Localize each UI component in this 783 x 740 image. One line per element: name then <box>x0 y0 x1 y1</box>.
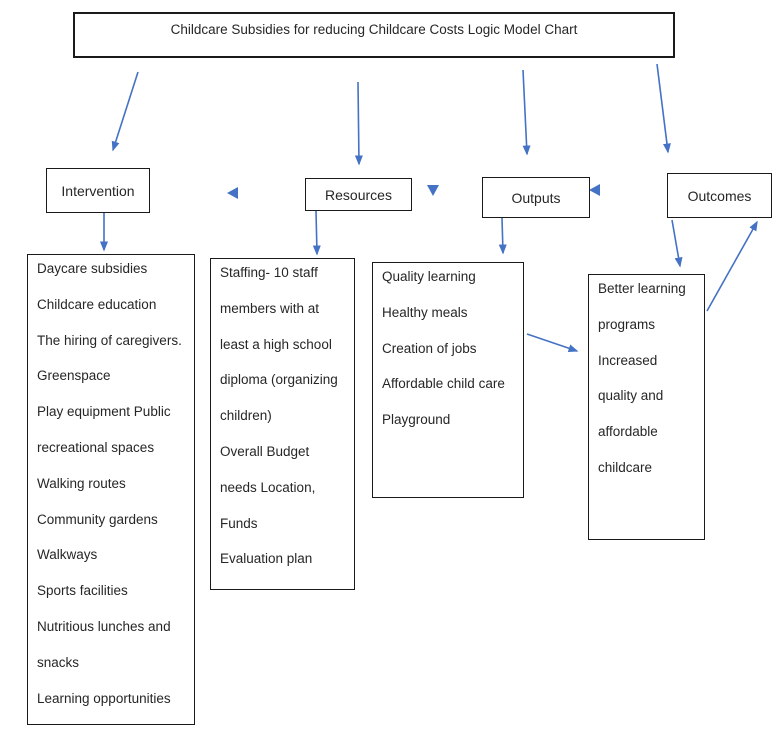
outcomes-list-line: Increased <box>598 352 658 368</box>
intervention-list-line: Play equipment Public <box>37 404 171 420</box>
outputs-header-box: Outputs <box>482 177 590 218</box>
arrow-title-to-outcomes <box>656 63 671 154</box>
intervention-list-line: Sports facilities <box>37 583 128 599</box>
intervention-list-line: Walkways <box>37 547 98 563</box>
resources-list-line: members with at <box>220 300 320 316</box>
stray-down-arrowhead-icon <box>427 185 439 196</box>
intervention-list-line: Greenspace <box>37 368 111 384</box>
outcomes-list-line: childcare <box>598 459 653 475</box>
arrow-resources-header-to-list <box>312 210 321 256</box>
outputs-list-line: Affordable child care <box>382 376 505 392</box>
intervention-list-line: Learning opportunities <box>37 690 171 706</box>
intervention-list-line: Community gardens <box>37 511 158 527</box>
resources-list-box: Staffing- 10 staff members with at least a… <box>210 258 355 590</box>
resources-list-line: Overall Budget <box>220 443 310 459</box>
outcomes-header-label: Outcomes <box>687 187 752 204</box>
intervention-list-line: Walking routes <box>37 475 126 491</box>
outcomes-list-line: affordable <box>598 424 658 440</box>
resources-list-line: Evaluation plan <box>220 551 313 567</box>
arrow-outcomes-list-to-outcomes-header <box>706 220 758 312</box>
arrow-outputs-list-to-outcomes-list <box>526 333 579 353</box>
stray-left-arrowhead-outputs-icon <box>589 184 600 196</box>
outputs-list-line: Healthy meals <box>382 304 468 320</box>
stray-left-arrowhead-icon <box>227 187 238 199</box>
resources-list-line: diploma (organizing <box>220 372 338 388</box>
arrow-outcomes-header-to-list <box>671 219 683 268</box>
arrow-outputs-header-to-list <box>498 217 507 255</box>
outcomes-list-line: programs <box>598 316 656 332</box>
arrow-title-to-resources <box>354 81 363 166</box>
resources-list-line: Staffing- 10 staff <box>220 265 318 280</box>
outcomes-list-line: quality and <box>598 388 664 404</box>
intervention-list-line: Daycare subsidies <box>37 261 148 276</box>
intervention-list-line: Childcare education <box>37 296 157 312</box>
resources-header-box: Resources <box>305 178 412 211</box>
arrow-title-to-outputs <box>522 69 531 156</box>
outcomes-list-line: Better learning <box>598 281 686 296</box>
intervention-list-line: Nutritious lunches and <box>37 618 171 634</box>
resources-list-line: needs Location, <box>220 479 316 495</box>
resources-list-line: Funds <box>220 515 258 531</box>
resources-header-label: Resources <box>325 186 392 203</box>
intervention-list-line: recreational spaces <box>37 439 155 455</box>
title-box: Childcare Subsidies for reducing Childca… <box>73 12 675 58</box>
outputs-list-line: Creation of jobs <box>382 340 477 356</box>
arrow-title-to-intervention <box>111 71 139 152</box>
intervention-header-label: Intervention <box>61 182 135 199</box>
outcomes-header-box: Outcomes <box>667 173 772 218</box>
resources-list-line: least a high school <box>220 336 332 352</box>
outputs-list-line: Quality learning <box>382 269 476 284</box>
intervention-list-line: snacks <box>37 654 80 670</box>
chart-title: Childcare Subsidies for reducing Childca… <box>170 22 578 37</box>
intervention-list-line: The hiring of caregivers. <box>37 332 182 348</box>
outputs-header-label: Outputs <box>511 189 561 206</box>
resources-list-line: children) <box>220 408 272 424</box>
outputs-list-line: Playground <box>382 412 451 428</box>
intervention-header-box: Intervention <box>46 168 150 213</box>
